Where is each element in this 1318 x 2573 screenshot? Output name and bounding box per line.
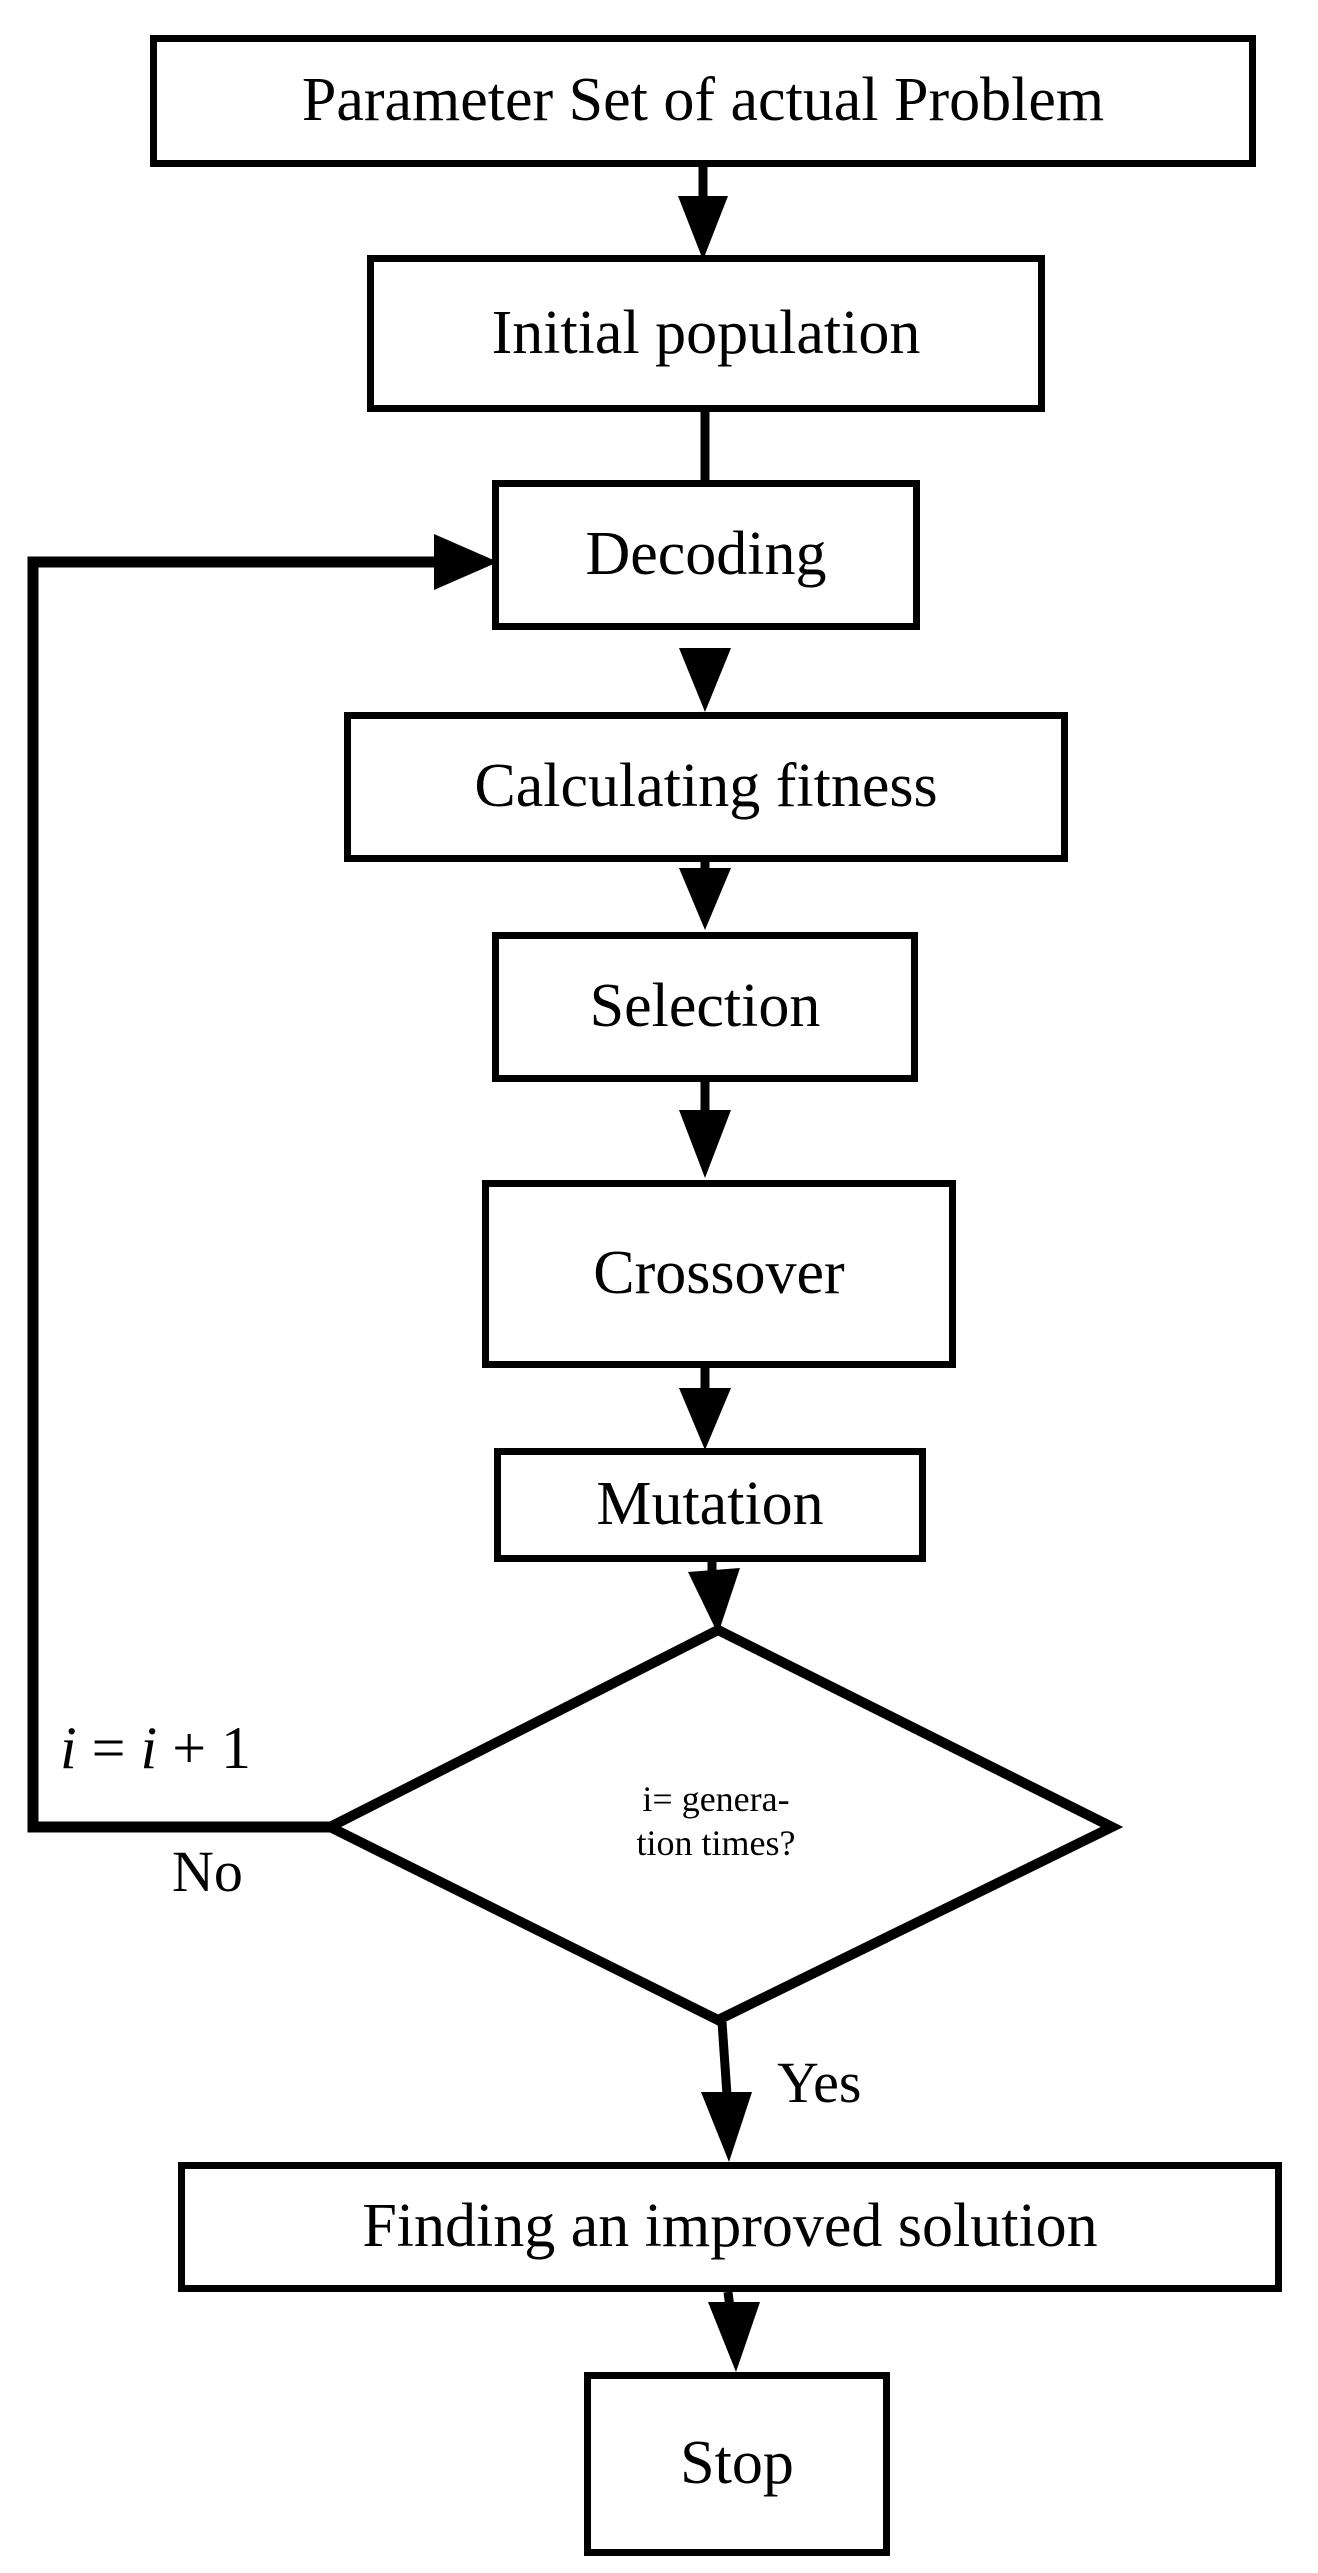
node-crossover[interactable]: Crossover — [482, 1180, 956, 1368]
node-selection[interactable]: Selection — [492, 932, 918, 1082]
increment-equals: = — [76, 1715, 141, 1781]
node-decision-label-line2: tion times? — [636, 1822, 796, 1863]
decision-diamond-outline — [318, 1624, 1124, 2026]
arrow-crossover-to-mutation — [679, 1368, 731, 1450]
node-parameter-set[interactable]: Parameter Set of actual Problem — [150, 35, 1256, 167]
node-initial-population-label: Initial population — [491, 298, 921, 367]
edge-label-increment-i: i = i + 1 — [60, 1718, 251, 1778]
node-decoding-label: Decoding — [585, 520, 827, 589]
arrow-parameter-set-to-initial-population — [678, 167, 728, 260]
edge-label-yes-text: Yes — [777, 2050, 862, 2115]
node-decision-label: i= genera- tion times? — [566, 1778, 866, 1866]
arrow-decoding-to-calculating-fitness — [679, 648, 731, 712]
node-calculating-fitness-label: Calculating fitness — [474, 752, 938, 821]
arrow-finding-solution-to-stop — [708, 2291, 760, 2372]
node-parameter-set-label: Parameter Set of actual Problem — [301, 66, 1105, 135]
increment-plus-one: + 1 — [157, 1715, 252, 1781]
node-mutation[interactable]: Mutation — [494, 1448, 926, 1562]
node-mutation-label: Mutation — [596, 1470, 824, 1539]
arrow-selection-to-crossover — [679, 1082, 731, 1178]
arrow-decision-yes-to-finding-solution — [701, 2021, 752, 2162]
node-selection-label: Selection — [589, 972, 821, 1041]
node-calculating-fitness[interactable]: Calculating fitness — [344, 712, 1068, 862]
node-finding-solution-label: Finding an improved solution — [362, 2192, 1098, 2261]
increment-i-second: i — [140, 1715, 158, 1781]
node-finding-solution[interactable]: Finding an improved solution — [178, 2162, 1282, 2292]
edge-label-no-text: No — [172, 1839, 243, 1904]
arrow-mutation-to-decision — [688, 1562, 740, 1634]
node-crossover-label: Crossover — [593, 1239, 845, 1308]
feedback-loop-no-to-decoding — [27, 534, 498, 1833]
arrow-calculating-fitness-to-selection — [679, 862, 731, 930]
increment-i-first: i — [60, 1715, 77, 1781]
edge-label-yes: Yes — [777, 2054, 861, 2112]
node-decision-label-line1: i= genera- — [642, 1779, 790, 1819]
node-stop[interactable]: Stop — [584, 2372, 890, 2556]
node-initial-population[interactable]: Initial population — [367, 255, 1045, 412]
edge-label-no: No — [172, 1843, 243, 1901]
node-decoding[interactable]: Decoding — [492, 480, 920, 630]
node-stop-label: Stop — [680, 2429, 794, 2498]
